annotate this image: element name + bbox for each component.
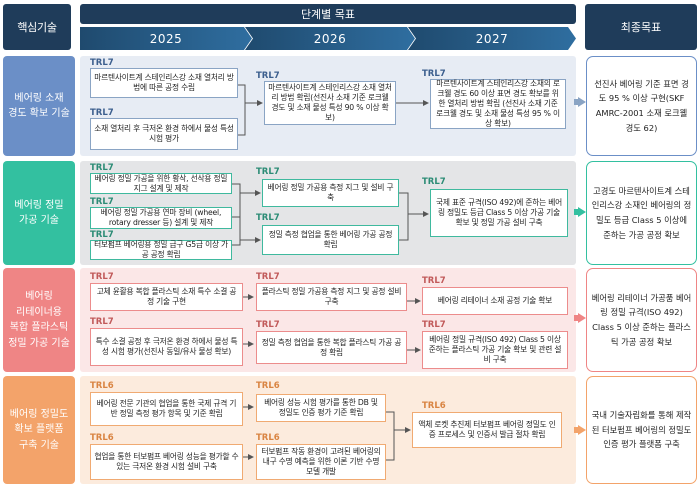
r2-item6-box: 국제 표준 규격(ISO 492)에 준하는 베어링 정밀도 등급 Class … — [430, 189, 568, 237]
row1-final-goal: 선진사 베어링 기준 표면 경도 95 % 이상 구현(SKF AMRC-200… — [586, 56, 697, 156]
row2-final-goal: 고경도 마르텐사이트계 스테인리스강 소재인 베어링의 정밀도 등급 Class… — [586, 161, 697, 265]
r4-item5-box: 액체 로켓 추진제 터보펌프 베어링 정밀도 인증 프로세스 및 인증서 발급 … — [412, 412, 562, 448]
row4-label: 베어링 정밀도 확보 플랫폼 구축 기술 — [3, 376, 75, 484]
r1-item4-trl: TRL7 — [422, 69, 446, 79]
r3-item2-box: 특수 소결 공정 후 극저온 환경 하에서 물성 특성 시험 평가(선진사 동일… — [90, 328, 243, 366]
r4-item1-box: 베어링 전문 기관의 협업을 통한 국제 규격 기반 정밀 측정 평가 항목 및… — [90, 392, 243, 426]
r4-item5-trl: TRL6 — [422, 401, 446, 411]
r2-item5-box: 정밀 측정 협업을 통한 베어링 가공 공정 확립 — [262, 225, 399, 255]
r2-item4-box: 베어링 정밀 가공용 측정 지그 및 설비 구축 — [262, 179, 399, 207]
r2-item3-trl: TRL7 — [90, 230, 114, 240]
r2-item4-trl: TRL7 — [256, 167, 280, 177]
r2-item2-box: 베어링 정밀 가공용 연마 장비 (wheel, rotary dresser … — [90, 207, 232, 229]
r3-item1-box: 고체 윤활용 복합 플라스틱 소재 특수 소결 공정 기술 구현 — [90, 283, 243, 311]
r3-item4-box: 정밀 측정 협업을 통한 복합 플라스틱 가공 공정 확립 — [256, 331, 407, 364]
header-final-goal: 최종목표 — [585, 4, 697, 50]
r2-item1-box: 베어링 정밀 가공을 위한 황삭, 선삭용 정밀 지그 설계 및 제작 — [90, 173, 232, 194]
r3-item2-trl: TRL7 — [90, 317, 114, 327]
row2-label: 베어링 정밀 가공 기술 — [3, 161, 75, 265]
r4-item4-trl: TRL6 — [256, 433, 280, 443]
r4-item2-trl: TRL6 — [90, 433, 114, 443]
year-2025: 2025 — [80, 27, 252, 50]
r3-item3-box: 플라스틱 정밀 가공용 측정 지그 및 공정 설비 구축 — [256, 283, 407, 311]
row4-final-goal: 국내 기술자립화를 통해 제작된 터보펌프 베어링의 정밀도 인증 평가 플랫폼… — [586, 376, 697, 484]
r1-item1-box: 마르텐사이트계 스테인리스강 소재 열처리 방법에 따른 공정 수립 — [90, 68, 238, 98]
r2-item2-trl: TRL7 — [90, 197, 114, 207]
r1-item3-box: 마르텐사이트계 스테인리스강 소재 열처리 방법 확립(선진사 소재 기준 로크… — [264, 81, 396, 125]
r3-item6-box: 베어링 정밀 규격(ISO 492) Class 5 이상 준하는 플라스틱 가… — [422, 331, 568, 369]
r1-item4-box: 마르텐사이트계 스테인리스강 소재의 로크웰 경도 60 이상 표면 경도 확보… — [430, 79, 566, 129]
r1-item1-trl: TRL7 — [90, 58, 114, 68]
r3-item3-trl: TRL7 — [256, 272, 280, 282]
r1-item3-trl: TRL7 — [256, 71, 280, 81]
row1-label: 베어링 소재 경도 확보 기술 — [3, 56, 75, 156]
r4-item3-box: 베어링 성능 시험 평가를 통한 DB 및 정밀도 인증 평가 기준 확립 — [256, 394, 386, 422]
row3-final-goal: 베어링 리테이너 가공품 베어링 정밀 규격(ISO 492) Class 5 … — [586, 268, 697, 372]
year-2027: 2027 — [408, 27, 576, 50]
r2-item6-trl: TRL7 — [422, 177, 446, 187]
r4-item1-trl: TRL6 — [90, 381, 114, 391]
year-2026: 2026 — [245, 27, 415, 50]
r3-item5-trl: TRL7 — [422, 276, 446, 286]
r3-item6-trl: TRL7 — [422, 320, 446, 330]
r2-item3-box: 터보펌프 베어링용 정밀 급구 G5급 이상 가공 공정 확립 — [90, 240, 232, 260]
r2-item1-trl: TRL7 — [90, 163, 114, 173]
r3-item5-box: 베어링 리테이너 소재 공정 기술 확보 — [422, 287, 568, 315]
r4-item3-trl: TRL6 — [256, 381, 280, 391]
r4-item2-box: 협업을 통한 터보펌프 베어링 성능을 평가할 수 있는 극저온 환경 시험 설… — [90, 444, 243, 480]
row3-label: 베어링 리테이너용 복합 플라스틱 정밀 가공 기술 — [3, 268, 75, 372]
r3-item4-trl: TRL7 — [256, 320, 280, 330]
header-stage-goals: 단계별 목표 — [80, 4, 576, 24]
r2-item5-trl: TRL7 — [256, 213, 280, 223]
r1-item2-box: 소재 열처리 후 극저온 환경 하에서 물성 특성 시험 평가 — [90, 118, 238, 150]
r3-item1-trl: TRL7 — [90, 272, 114, 282]
r1-item2-trl: TRL7 — [90, 108, 114, 118]
header-core-tech: 핵심기술 — [3, 4, 71, 50]
r4-item4-box: 터보펌프 작동 환경이 고려된 베어링의 내구 수명 예측을 위한 이론 기반 … — [256, 444, 386, 480]
